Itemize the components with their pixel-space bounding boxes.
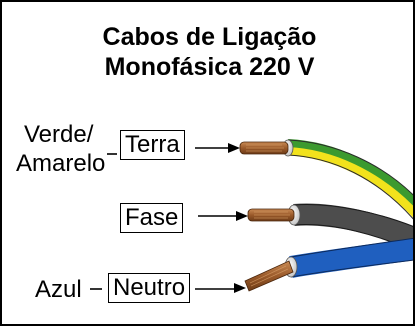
terra-insulation-yellow xyxy=(287,140,413,218)
neutro-label: Neutro xyxy=(108,273,191,303)
terra-wire xyxy=(239,139,413,220)
terra-label: Terra xyxy=(120,130,185,160)
terra-arrow xyxy=(195,143,240,153)
terra-insulation-green xyxy=(287,139,413,206)
terra-color-text-line-1: Verde/ xyxy=(24,121,94,148)
fase-wire xyxy=(247,203,413,252)
neutro-wire xyxy=(244,237,413,292)
neutro-insulation xyxy=(289,238,413,278)
diagram-title-line-1: Cabos de Ligação xyxy=(102,23,317,51)
fase-arrow xyxy=(198,211,248,221)
fase-label: Fase xyxy=(120,203,184,233)
neutro-color-text: Azul xyxy=(35,276,82,303)
diagram-title-line-2: Monofásica 220 V xyxy=(104,53,315,81)
fase-insulation xyxy=(293,203,413,251)
terra-color-text-line-2: Amarelo xyxy=(16,150,106,177)
terra-insulation-outline xyxy=(287,139,413,220)
neutro-arrow xyxy=(195,283,246,293)
neutro-copper-conductor xyxy=(244,260,294,292)
